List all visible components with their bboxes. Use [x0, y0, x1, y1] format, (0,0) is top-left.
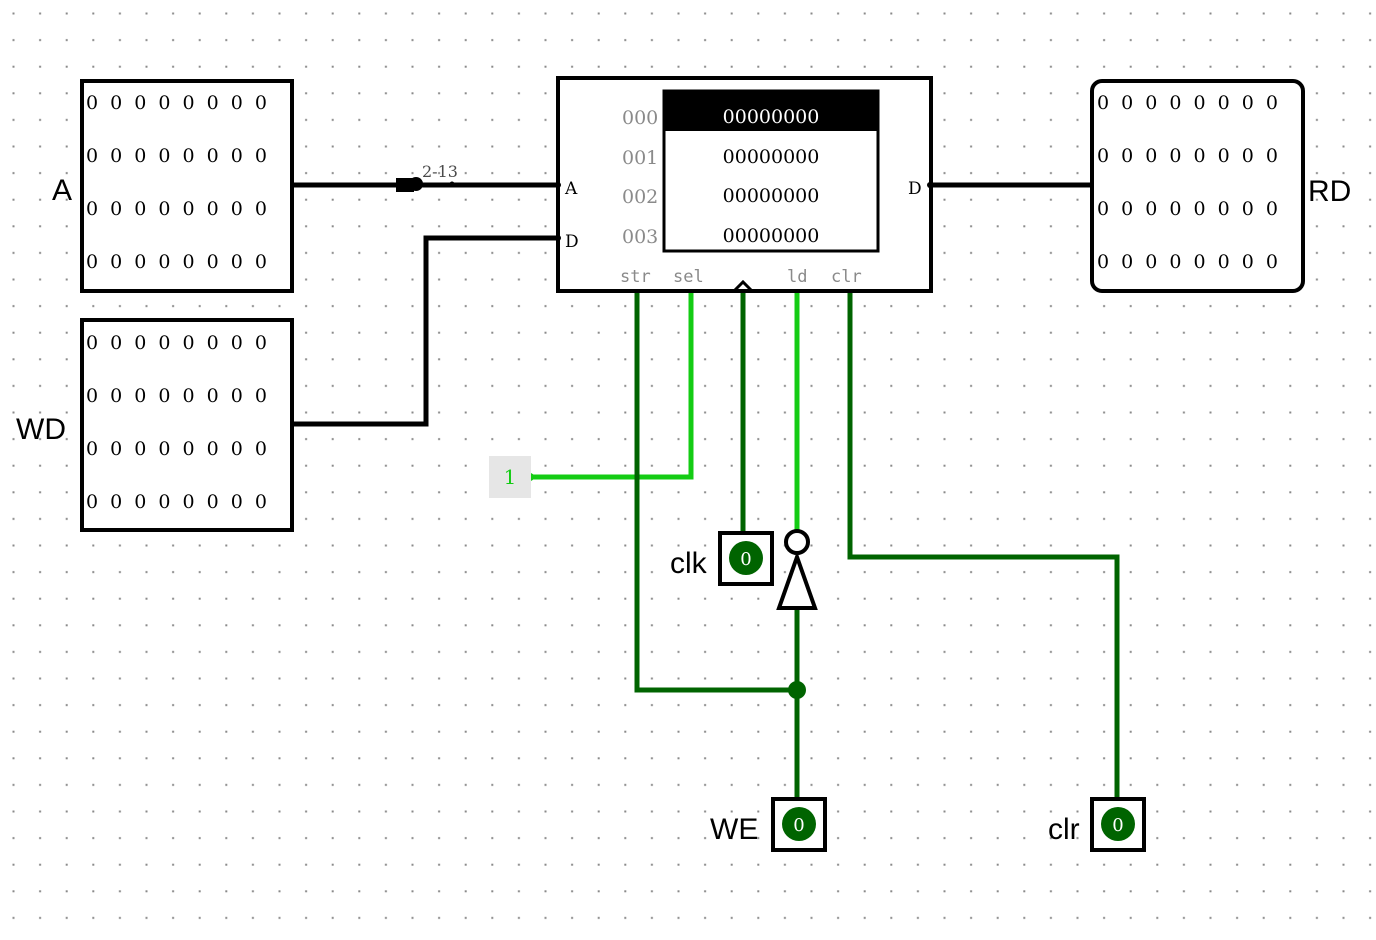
constant-value: 1: [504, 465, 517, 489]
pin-a-box: [80, 79, 294, 293]
splitter-end: [449, 181, 455, 187]
ram-port-d-in: D: [565, 232, 579, 252]
ram-address-0: 000: [622, 107, 658, 129]
ram-port-str: str: [620, 267, 651, 287]
pin-a-row-1: 0 0 0 0 0 0 0 0: [86, 145, 270, 167]
ram-cell-2: 00000000: [723, 185, 820, 207]
ram-selected-row: [664, 91, 878, 131]
ram-component[interactable]: 000 001 002 003 00000000 00000000 000000…: [555, 76, 933, 293]
pin-rd-row-3: 0 0 0 0 0 0 0 0: [1097, 251, 1281, 273]
pin-dot: [927, 182, 933, 188]
ram-port-clr: clr: [831, 267, 862, 287]
ram-address-3: 003: [622, 226, 658, 248]
wire-str: [634, 289, 800, 693]
pin-wd-row-3: 0 0 0 0 0 0 0 0: [86, 491, 270, 513]
label-wd: WD: [16, 413, 66, 446]
pin-rd-row-2: 0 0 0 0 0 0 0 0: [1097, 198, 1281, 220]
label-a: A: [52, 174, 72, 207]
clk-switch-value: 0: [740, 549, 751, 570]
clr-switch[interactable]: 0: [1090, 797, 1146, 852]
pin-rd-row-1: 0 0 0 0 0 0 0 0: [1097, 145, 1281, 167]
ram-port-d-out: D: [908, 179, 922, 199]
not-gate-bubble: [784, 529, 810, 555]
we-switch-value: 0: [793, 815, 804, 836]
not-gate-triangle: [776, 550, 818, 610]
ram-cell-3: 00000000: [723, 225, 820, 247]
clr-switch-value: 0: [1112, 815, 1123, 836]
pin-rd-row-0: 0 0 0 0 0 0 0 0: [1097, 92, 1281, 114]
wire-clr: [847, 289, 1120, 803]
junction-dot: [788, 681, 806, 699]
pin-wd-box: [80, 318, 294, 532]
pin-rd-box: [1090, 79, 1305, 293]
pin-wd-row-0: 0 0 0 0 0 0 0 0: [86, 332, 270, 354]
label-rd: RD: [1308, 175, 1351, 208]
not-gate[interactable]: [776, 529, 818, 610]
label-clk: clk: [670, 547, 708, 580]
clk-switch-led: [729, 541, 763, 575]
splitter-label: 2-13: [422, 162, 458, 181]
pin-a-row-2: 0 0 0 0 0 0 0 0: [86, 198, 270, 220]
input-pin-wd[interactable]: 0 0 0 0 0 0 0 0 0 0 0 0 0 0 0 0 0 0 0 0 …: [80, 318, 294, 532]
splitter[interactable]: 2-13: [396, 162, 458, 192]
we-switch-led: [782, 807, 816, 841]
ram-cell-1: 00000000: [723, 146, 820, 168]
clk-switch[interactable]: 0: [718, 531, 774, 586]
output-pin-rd[interactable]: 0 0 0 0 0 0 0 0 0 0 0 0 0 0 0 0 0 0 0 0 …: [1090, 79, 1305, 293]
ram-port-a: A: [564, 179, 578, 199]
input-pin-a[interactable]: 0 0 0 0 0 0 0 0 0 0 0 0 0 0 0 0 0 0 0 0 …: [80, 79, 294, 293]
clr-switch-led: [1101, 807, 1135, 841]
ram-port-ld: ld: [787, 267, 807, 287]
ram-cell-0: 00000000: [723, 106, 820, 128]
wire-wd-bus: [287, 235, 561, 427]
clock-triangle-icon: [732, 279, 754, 293]
pin-dot: [555, 235, 561, 241]
constant-one[interactable]: 1: [489, 456, 531, 498]
we-switch[interactable]: 0: [771, 797, 827, 852]
pin-wd-row-2: 0 0 0 0 0 0 0 0: [86, 438, 270, 460]
pin-wd-row-1: 0 0 0 0 0 0 0 0: [86, 385, 270, 407]
label-we: WE: [710, 813, 758, 846]
ram-address-2: 002: [622, 186, 658, 208]
pin-a-row-0: 0 0 0 0 0 0 0 0: [86, 92, 270, 114]
splitter-joint: [409, 177, 423, 191]
constant-box: [489, 456, 531, 498]
pin-a-row-3: 0 0 0 0 0 0 0 0: [86, 251, 270, 273]
ram-address-1: 001: [622, 147, 658, 169]
pin-dot: [555, 182, 561, 188]
ram-port-sel: sel: [673, 267, 704, 287]
wire-sel: [527, 289, 694, 480]
label-clr: clr: [1048, 813, 1080, 846]
